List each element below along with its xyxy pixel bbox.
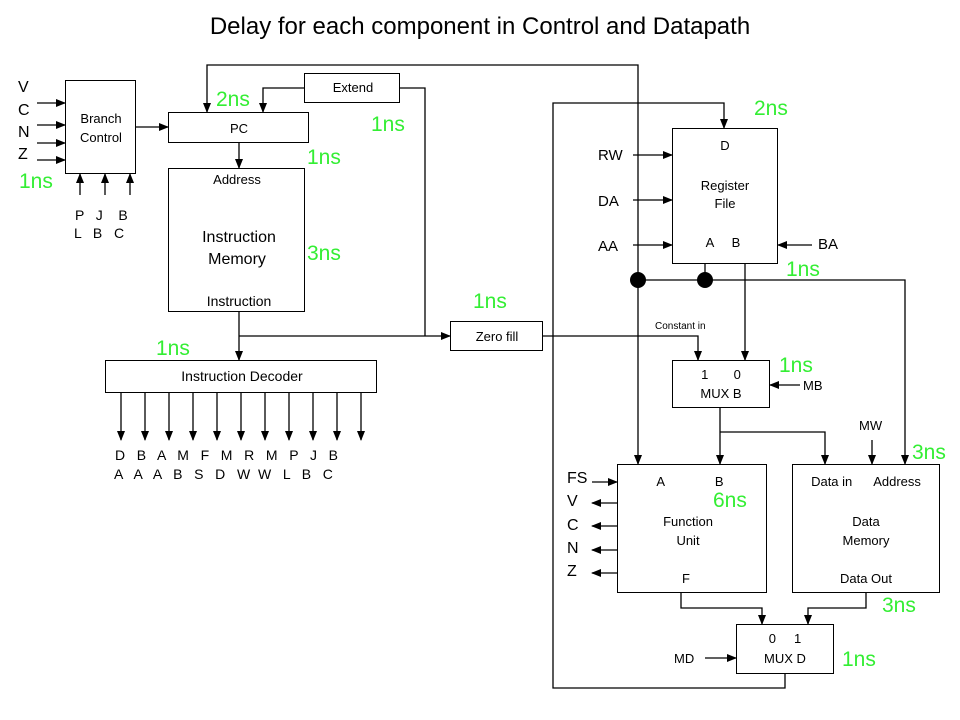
data-memory-block: Data in Address Data Memory Data Out: [792, 464, 940, 593]
extend-block: Extend: [304, 73, 400, 103]
register-file-block: D Register File A B: [672, 128, 778, 264]
wire-extend-pc: [259, 87, 304, 113]
instruction-memory-input-delay: 1ns: [307, 146, 341, 169]
data-memory-delay: 3ns: [882, 594, 916, 617]
wire-muxb-datain: [720, 431, 829, 465]
zero-fill-delay: 1ns: [473, 290, 507, 313]
register-file-input-delay: 2ns: [754, 97, 788, 120]
input-c-label: C: [18, 102, 30, 119]
mb-label: MB: [803, 378, 823, 393]
md-label: MD: [674, 651, 695, 666]
instruction-decoder-block: Instruction Decoder: [105, 360, 377, 393]
junction-bus-a: [630, 272, 646, 288]
wire-dmem-muxd: [804, 593, 867, 625]
decoder-outputs-row1: D B A M F M R M P J B: [115, 447, 339, 463]
decoder-outputs-row2: A A A B S D W W L B C: [114, 466, 333, 482]
register-file-delay: 1ns: [786, 258, 820, 281]
instruction-memory-delay: 3ns: [307, 242, 341, 265]
wire-constant-in: [543, 335, 702, 361]
input-z-label: Z: [18, 146, 28, 163]
da-label: DA: [598, 193, 619, 210]
input-v-label: V: [18, 79, 29, 96]
branch-control-signals-row1: P J B: [75, 207, 128, 223]
aa-label: AA: [598, 238, 619, 255]
pc-delay: 2ns: [216, 88, 250, 111]
extend-delay: 1ns: [371, 113, 405, 136]
wire-fu-muxd: [680, 593, 766, 625]
function-unit-block: A B Function Unit F: [617, 464, 767, 593]
status-v-label: V: [567, 493, 578, 510]
branch-control-signals-row2: L B C: [74, 225, 125, 241]
constant-in-label: Constant in: [655, 321, 706, 332]
wire-feedback-pc: [203, 64, 639, 279]
branch-control-block: Branch Control: [65, 80, 136, 174]
junction-address: [697, 272, 713, 288]
pc-register: PC: [168, 112, 309, 143]
mux-b-block: 1 0 MUX B: [672, 360, 770, 408]
mw-label: MW: [859, 418, 883, 433]
instruction-decoder-delay: 1ns: [156, 337, 190, 360]
instruction-memory-block: Address Instruction Memory Instruction: [168, 168, 305, 312]
fs-label: FS: [567, 470, 588, 487]
page-title: Delay for each component in Control and …: [209, 13, 751, 40]
ba-label: BA: [818, 236, 839, 253]
zero-fill-block: Zero fill: [450, 321, 543, 351]
mux-d-block: 0 1 MUX D: [736, 624, 834, 674]
status-n-label: N: [567, 540, 579, 557]
data-memory-input-delay: 3ns: [912, 441, 946, 464]
input-n-label: N: [18, 124, 30, 141]
branch-control-delay: 1ns: [19, 170, 53, 193]
status-z-label: Z: [567, 563, 577, 580]
wire-extend-down: [400, 87, 426, 336]
rw-label: RW: [598, 147, 623, 164]
status-c-label: C: [567, 517, 579, 534]
wire-address: [705, 279, 909, 465]
mux-b-delay: 1ns: [779, 354, 813, 377]
mux-d-delay: 1ns: [842, 648, 876, 671]
function-unit-delay: 6ns: [713, 489, 747, 512]
wire-muxd-regfile: [552, 102, 786, 689]
